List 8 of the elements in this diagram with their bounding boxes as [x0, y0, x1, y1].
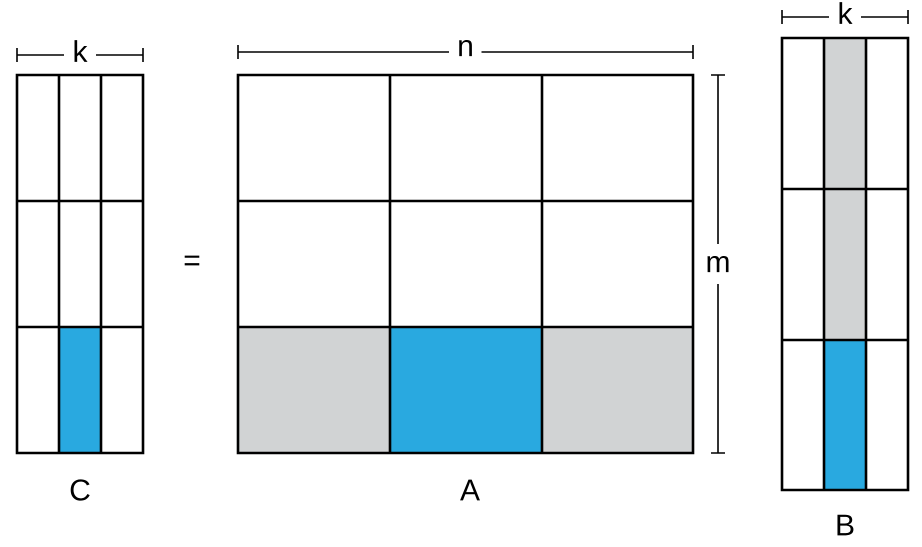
- matrix-label: C: [70, 479, 90, 501]
- equals-sign: =: [184, 256, 200, 266]
- matrix-label: B: [837, 514, 854, 536]
- matrix-grid: [16, 74, 144, 454]
- matrix-grid: [236, 74, 694, 454]
- matrix-grid: [780, 36, 910, 492]
- matrix-label: A: [460, 480, 480, 500]
- dimension-label: m: [708, 256, 729, 272]
